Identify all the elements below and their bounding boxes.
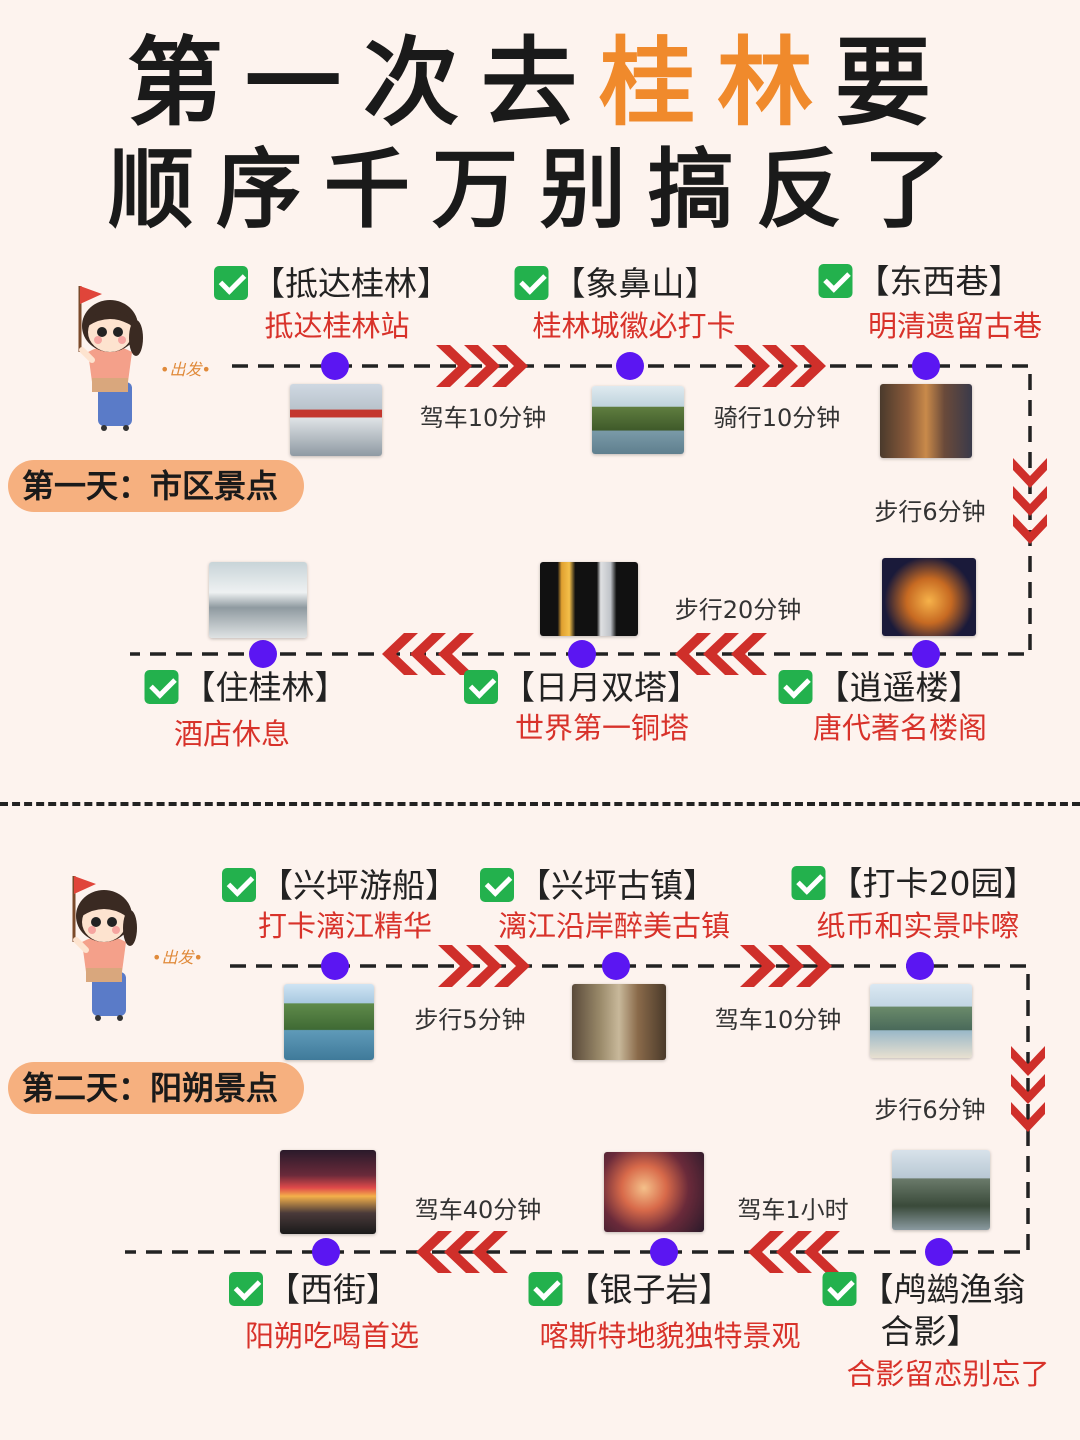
photo-silver-cave (604, 1152, 704, 1232)
stop-dot (321, 952, 349, 980)
stop-desc: 明清遗留古巷 (867, 309, 1043, 343)
stop-dot (321, 352, 349, 380)
day1-label: 第一天：市区景点 (8, 460, 305, 512)
segment-label: 步行5分钟 (414, 1006, 526, 1034)
stop-desc: 唐代著名楼阁 (812, 711, 988, 745)
photo-hotel (209, 562, 307, 638)
photo-elephant-trunk-hill (592, 386, 684, 454)
check-icon (818, 264, 853, 298)
stop-dot (568, 640, 596, 668)
stop-desc: 桂林城徽必打卡 (532, 309, 736, 343)
stop-dot (312, 1238, 340, 1266)
day2-label: 第二天：阳朔景点 (8, 1062, 305, 1114)
stop-arrive-guilin: 【抵达桂林】 (214, 264, 450, 304)
traveler-girl-illustration (78, 286, 143, 431)
check-icon (514, 266, 549, 300)
segment-label: 骑行10分钟 (713, 404, 841, 432)
stop-west-street: 【西街】 (229, 1270, 399, 1310)
stop-desc: 阳朔吃喝首选 (244, 1319, 420, 1353)
stop-dot (249, 640, 277, 668)
segment-label: 驾车10分钟 (419, 404, 547, 432)
stop-dot (616, 352, 644, 380)
photo-west-street (280, 1150, 376, 1234)
go-label: •出发• (160, 360, 211, 379)
segment-label: 步行6分钟 (874, 498, 986, 526)
stop-xiaoyao-tower: 【逍遥楼】 (778, 668, 982, 708)
segment-label: 步行20分钟 (674, 596, 802, 624)
check-icon (214, 266, 248, 300)
arrow-group-5 (382, 633, 474, 675)
check-icon (229, 1272, 263, 1306)
stop-desc: 抵达桂林站 (264, 309, 410, 343)
section-divider (0, 802, 1080, 806)
segment-label: 驾车10分钟 (714, 1006, 842, 1034)
check-icon (528, 1272, 563, 1306)
stop-dot (925, 1238, 953, 1266)
stop-dot (912, 640, 940, 668)
stop-elephant-trunk-hill: 【象鼻山】 (514, 264, 718, 304)
photo-dongxi-alley (880, 384, 972, 458)
stop-20-yuan-spot: 【打卡20园】 (791, 864, 1037, 904)
check-icon (144, 670, 179, 704)
stop-stay-guilin: 【住桂林】 (144, 668, 348, 708)
stop-desc: 漓江沿岸醉美古镇 (497, 909, 731, 943)
stop-desc: 酒店休息 (173, 717, 291, 751)
traveler-girl-illustration-2 (72, 876, 137, 1021)
stop-dot (650, 1238, 678, 1266)
stop-dongxi-alley: 【东西巷】 (818, 262, 1022, 302)
stop-desc: 喀斯特地貌独特景观 (539, 1319, 801, 1353)
stop-silver-cave: 【银子岩】 (528, 1270, 732, 1310)
stop-desc: 纸币和实景咔嚓 (816, 909, 1020, 943)
check-icon (464, 670, 498, 704)
segment-label: 驾车1小时 (737, 1196, 849, 1224)
photo-xingping-boat (284, 984, 374, 1060)
stop-desc: 合影留恋别忘了 (846, 1357, 1050, 1391)
photo-guilin-station (290, 384, 382, 456)
go-label-2: •出发• (152, 948, 203, 967)
stop-dot (912, 352, 940, 380)
photo-20-yuan-spot (870, 984, 972, 1058)
check-icon (791, 866, 826, 900)
stop-sun-moon-pagodas: 【日月双塔】 (464, 668, 700, 708)
photo-xingping-town (572, 984, 666, 1060)
stop-desc: 世界第一铜塔 (514, 711, 690, 745)
check-icon (822, 1272, 857, 1306)
photo-sun-moon-pagodas (540, 562, 638, 636)
stop-cormorant-fisherman: 【鸬鹚渔翁 (822, 1270, 1026, 1310)
stop-dot (906, 952, 934, 980)
stop-dot (602, 952, 630, 980)
check-icon (222, 868, 256, 902)
segment-label: 步行6分钟 (874, 1096, 986, 1124)
check-icon (480, 868, 514, 902)
stop-desc: 打卡漓江精华 (257, 909, 433, 943)
photo-cormorant-fisherman (892, 1150, 990, 1230)
title-line-1: 第一次去桂林要 (127, 27, 953, 139)
segment-label: 驾车40分钟 (414, 1196, 542, 1224)
photo-xiaoyao-tower (882, 558, 976, 636)
title-line-2: 顺序千万别搞反了 (108, 140, 972, 240)
stop-xingping-town: 【兴坪古镇】 (480, 866, 716, 906)
stop-xingping-boat: 【兴坪游船】 (222, 866, 458, 906)
check-icon (778, 670, 813, 704)
stop-cormorant-fisherman-line2: 合影】 (880, 1312, 980, 1351)
